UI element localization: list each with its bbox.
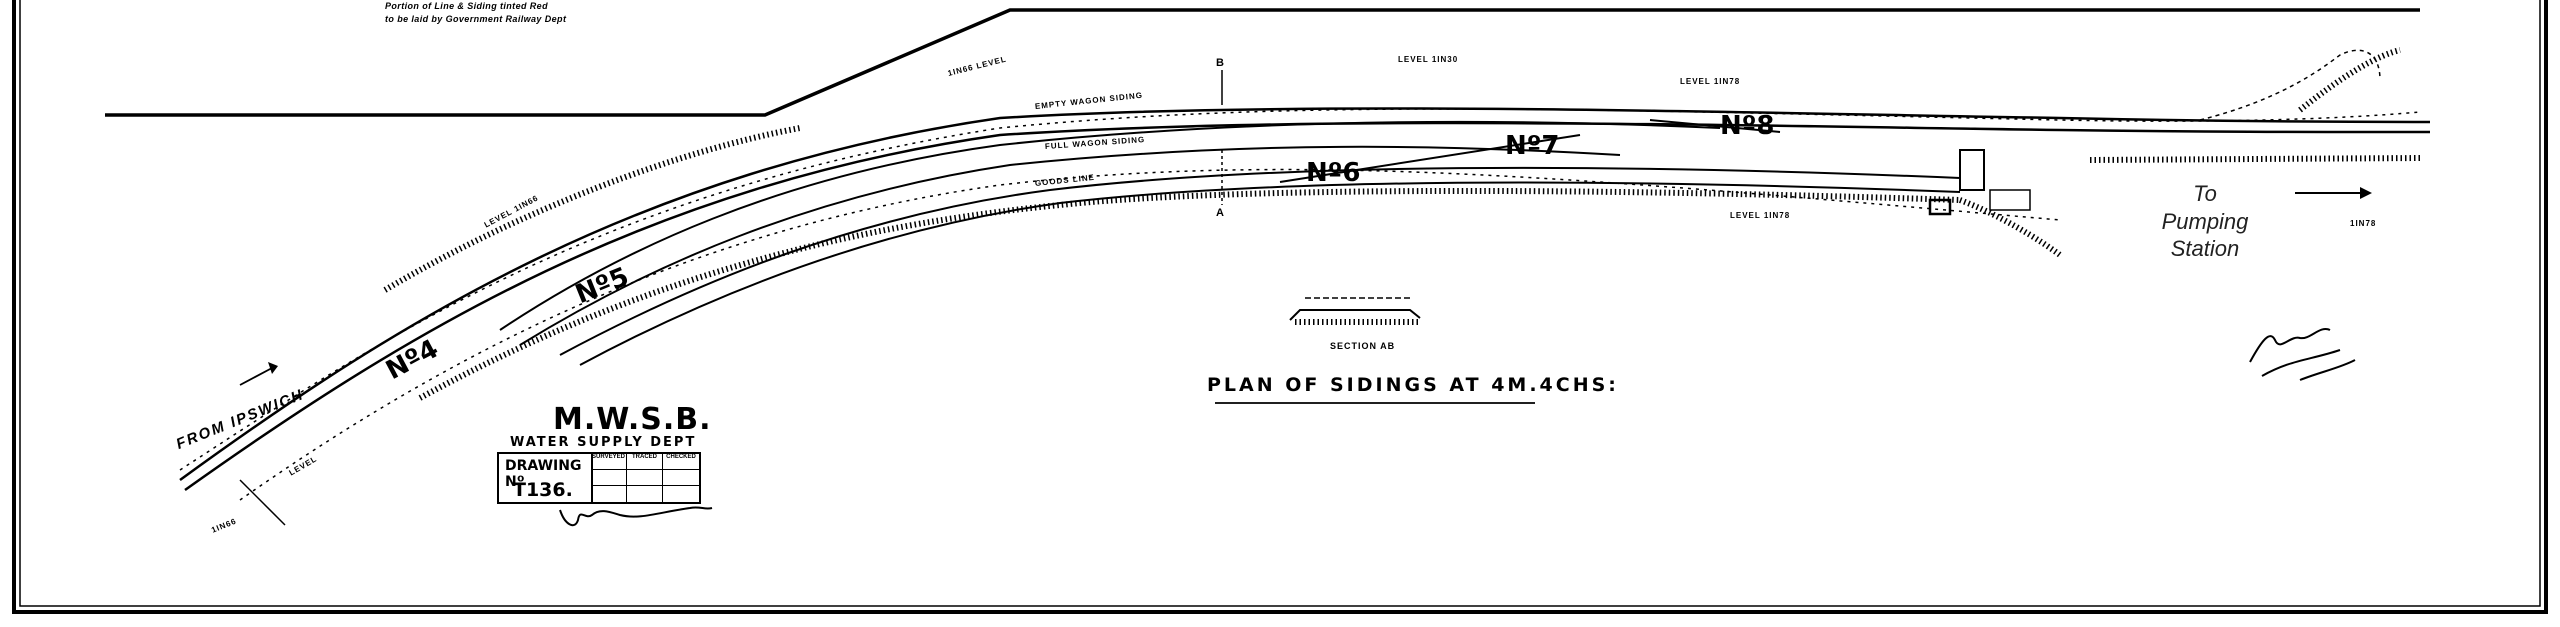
gradient-level-1in30: LEVEL 1IN30 bbox=[1398, 55, 1459, 64]
chainage-line bbox=[239, 479, 286, 526]
gradient-1in78-right: 1IN78 bbox=[2350, 219, 2377, 228]
col-header-traced: TRACED bbox=[627, 454, 663, 470]
point-no7-label: Nº7 bbox=[1505, 131, 1560, 161]
note-line-1: Portion of Line & Siding tinted Red bbox=[385, 1, 548, 11]
signature-right bbox=[2249, 327, 2356, 381]
formation-edge-upper bbox=[179, 108, 2421, 471]
main-line-upper bbox=[179, 107, 2431, 482]
cell-r1-c1 bbox=[591, 470, 627, 486]
org-name: M.W.S.B. bbox=[553, 402, 712, 437]
crossover-no8 bbox=[1649, 119, 1781, 133]
col-header-surveyed: SURVEYED bbox=[591, 454, 627, 470]
building bbox=[1959, 149, 1985, 191]
pumping-station-text: To Pumping Station bbox=[2161, 181, 2249, 261]
gradient-lower-level: LEVEL 1IN78 bbox=[1730, 211, 1791, 220]
goods-line bbox=[559, 166, 1961, 356]
cutting-hatch-curve-right bbox=[2298, 47, 2401, 113]
crossover-no6 bbox=[1279, 134, 1581, 183]
building-annex bbox=[1989, 189, 2031, 211]
cutting-hatch-right bbox=[1958, 155, 2421, 258]
ipswich-arrow-head bbox=[268, 362, 278, 374]
col-header-checked: CHECKED bbox=[663, 454, 699, 470]
cell-r2-c2 bbox=[627, 486, 663, 502]
loop-curve-right bbox=[2199, 49, 2381, 121]
dept-name: WATER SUPPLY DEPT bbox=[510, 435, 697, 450]
cutting-hatch-lower bbox=[418, 187, 1961, 401]
signature-bottom bbox=[559, 506, 713, 527]
goods-line-inner bbox=[579, 181, 1961, 366]
boundary-line bbox=[105, 8, 2420, 117]
point-no8-label: Nº8 bbox=[1720, 111, 1775, 141]
note-line-2: to be laid by Government Railway Dept bbox=[385, 14, 567, 24]
drawing-frame-inner bbox=[19, 0, 2541, 607]
drawing-number-value: T136. bbox=[513, 479, 573, 501]
plan-title: PLAN OF SIDINGS AT 4M.4CHS: bbox=[1207, 374, 1619, 396]
pumping-arrow-head bbox=[2360, 187, 2372, 199]
cell-r1-c2 bbox=[627, 470, 663, 486]
gradient-level-1in78: LEVEL 1IN78 bbox=[1680, 77, 1741, 86]
empty-wagon-siding bbox=[499, 120, 1721, 331]
drawing-number-box: DRAWING Nº T136. SURVEYED TRACED CHECKED bbox=[497, 452, 701, 504]
section-ab-profile bbox=[1289, 309, 1421, 321]
point-no6-label: Nº6 bbox=[1306, 158, 1361, 188]
cell-r1-c3 bbox=[663, 470, 699, 486]
section-ab-label: SECTION AB bbox=[1330, 341, 1396, 351]
full-wagon-siding bbox=[519, 145, 1621, 346]
cell-r2-c1 bbox=[591, 486, 627, 502]
drawing-number-label: DRAWING Nº bbox=[505, 458, 582, 490]
cell-r2-c3 bbox=[663, 486, 699, 502]
formation-edge-lower bbox=[239, 168, 2061, 501]
ipswich-arrow-shaft bbox=[239, 367, 273, 386]
pumping-station-label: To Pumping Station bbox=[2150, 180, 2260, 263]
drawing-frame bbox=[12, 0, 2548, 614]
section-mark-a: A bbox=[1216, 207, 1224, 219]
section-mark-b: B bbox=[1216, 57, 1224, 69]
drawing-number-cell: DRAWING Nº T136. bbox=[499, 454, 593, 502]
tank bbox=[1928, 198, 1952, 216]
